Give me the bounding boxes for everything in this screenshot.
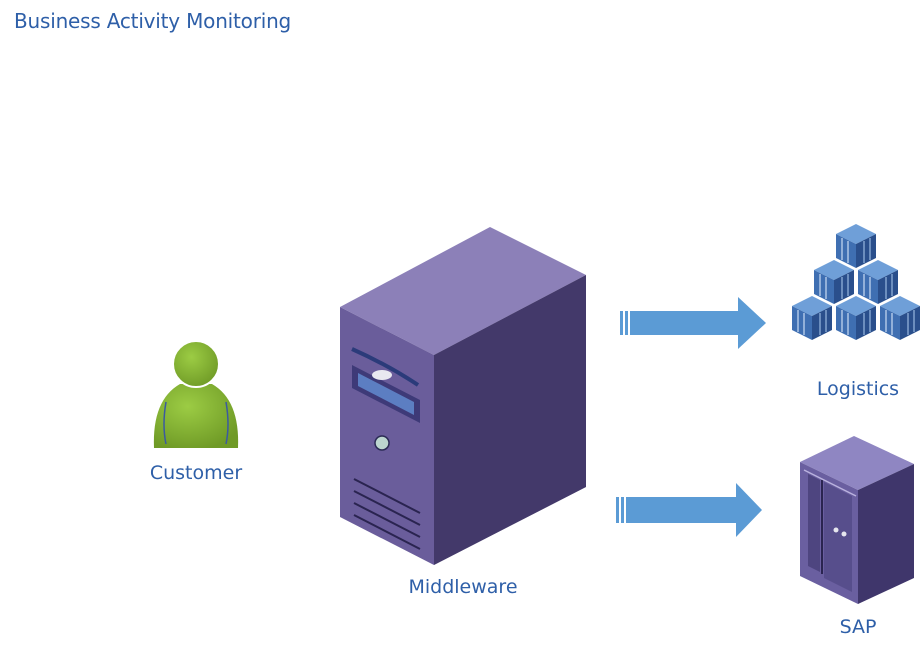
customer-label: Customer [149,462,243,484]
stacked-boxes-icon [791,223,921,341]
right-arrow-icon [616,483,762,537]
sap-label: SAP [839,616,877,638]
customer-node [150,340,242,450]
server-tower-icon [340,227,586,565]
server-cabinet-icon [800,436,914,604]
arrow-to-sap [616,482,764,538]
logistics-node [788,222,924,348]
person-icon [153,340,239,448]
arrow-to-logistics [620,295,768,351]
middleware-node [338,225,588,567]
diagram-title: Business Activity Monitoring [14,9,292,33]
sap-node [796,434,918,606]
right-arrow-icon [620,297,766,349]
middleware-label: Middleware [408,576,518,598]
logistics-label: Logistics [816,378,900,400]
